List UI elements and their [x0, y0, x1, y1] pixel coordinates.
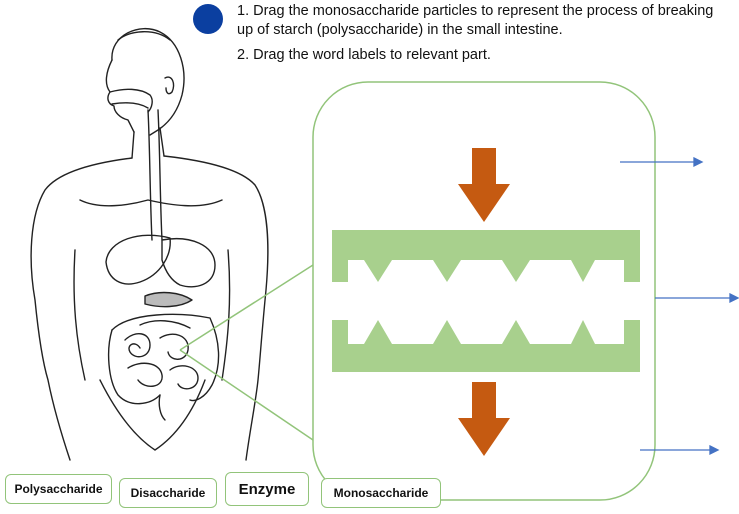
instructions: 1. Drag the monosaccharide particles to …: [237, 2, 732, 71]
pointer-arrow-1-head: [694, 158, 702, 166]
pointer-arrow-2-head: [730, 294, 738, 302]
pointer-arrow-3-head: [710, 446, 718, 454]
callout-line-upper: [180, 265, 313, 350]
label-monosaccharide[interactable]: Monosaccharide: [321, 478, 441, 508]
label-enzyme[interactable]: Enzyme: [225, 472, 309, 506]
monosaccharide-particle[interactable]: [193, 4, 223, 34]
callout-line-lower: [180, 350, 313, 440]
instruction-step-1: 1. Drag the monosaccharide particles to …: [237, 2, 732, 40]
label-disaccharide[interactable]: Disaccharide: [119, 478, 217, 508]
instruction-step-2: 2. Drag the word labels to relevant part…: [237, 46, 732, 65]
label-polysaccharide[interactable]: Polysaccharide: [5, 474, 112, 504]
